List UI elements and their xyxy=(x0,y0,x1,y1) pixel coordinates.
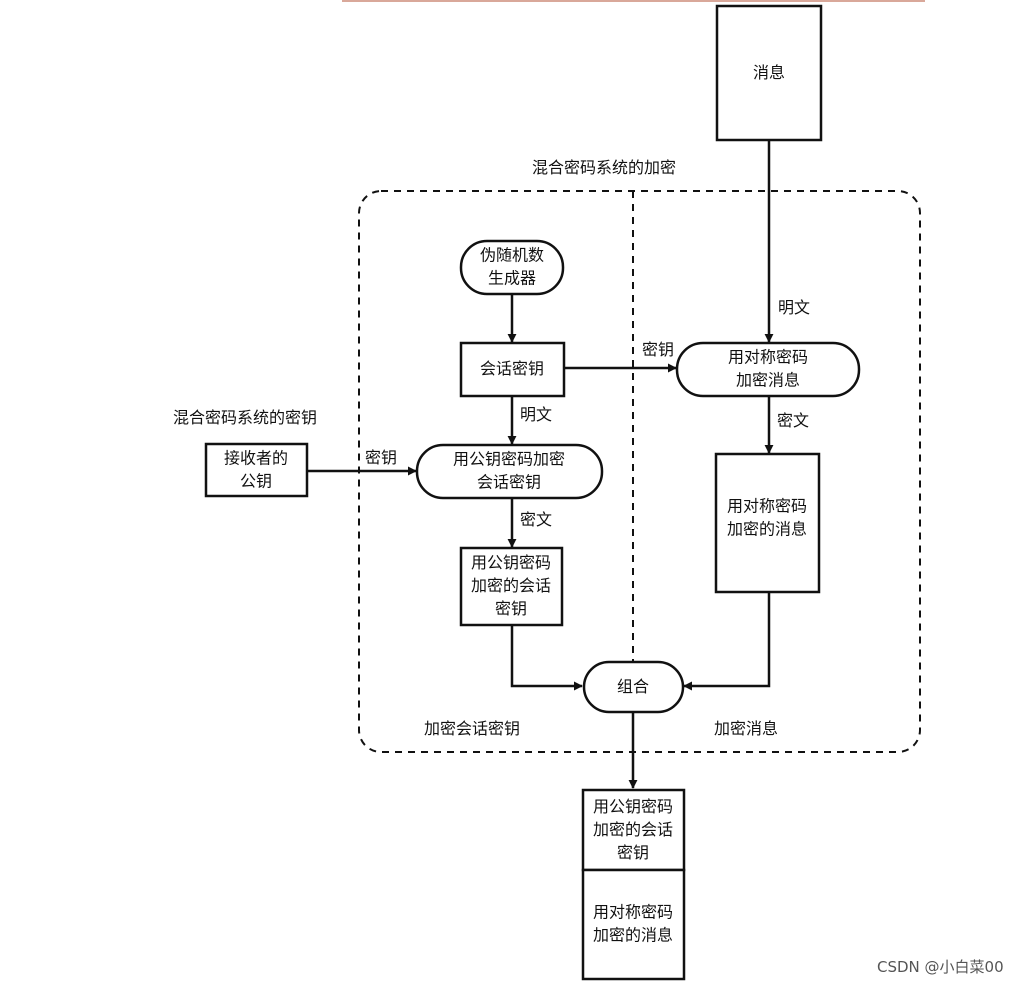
node-public-encrypt: 用公钥密码加密会话密钥 xyxy=(415,443,604,500)
node-text-line: 用公钥密码 xyxy=(593,797,673,816)
node-text-line: 会话密钥 xyxy=(480,359,544,378)
svg-text:用对称密码加密的消息: 用对称密码加密的消息 xyxy=(727,496,807,538)
node-text-line: 密钥 xyxy=(617,843,649,862)
node-message: 消息 xyxy=(715,4,823,142)
region-title: 混合密码系统的加密 xyxy=(532,158,676,177)
svg-text:用公钥密码加密的会话密钥: 用公钥密码加密的会话密钥 xyxy=(471,553,551,618)
node-text-line: 加密消息 xyxy=(736,370,800,389)
section-label-encrypt-msg: 加密消息 xyxy=(714,719,778,738)
node-text-line: 用公钥密码加密 xyxy=(453,449,565,468)
node-text-line: 伪随机数 xyxy=(480,245,544,264)
node-text-line: 加密的消息 xyxy=(593,925,673,944)
node-text-line: 会话密钥 xyxy=(477,472,541,491)
edge-label-plaintext-pub: 明文 xyxy=(520,405,552,424)
node-text-line: 密钥 xyxy=(495,599,527,618)
node-text-line: 用对称密码 xyxy=(727,496,807,515)
node-output-key: 用公钥密码加密的会话密钥 xyxy=(581,788,686,872)
node-text-line: 公钥 xyxy=(240,471,272,490)
key-section-title: 混合密码系统的密钥 xyxy=(173,408,317,427)
node-session-key: 会话密钥 xyxy=(459,341,566,398)
node-text-line: 组合 xyxy=(617,677,649,696)
node-text-line: 加密的会话 xyxy=(471,576,551,595)
node-receiver-pubkey: 接收者的公钥 xyxy=(204,442,309,498)
node-text-line: 加密的会话 xyxy=(593,820,673,839)
node-encrypted-message: 用对称密码加密的消息 xyxy=(714,452,821,594)
edge-label-key-pub: 密钥 xyxy=(365,448,397,467)
node-text-line: 加密的消息 xyxy=(727,519,807,538)
svg-text:消息: 消息 xyxy=(753,63,785,82)
node-text-line: 接收者的 xyxy=(224,448,288,467)
node-prng: 伪随机数生成器 xyxy=(459,239,565,296)
watermark: CSDN @小白菜00 xyxy=(877,958,1004,976)
svg-text:用对称密码加密的消息: 用对称密码加密的消息 xyxy=(593,902,673,944)
node-encrypted-session-key: 用公钥密码加密的会话密钥 xyxy=(459,546,564,627)
svg-text:用公钥密码加密会话密钥: 用公钥密码加密会话密钥 xyxy=(453,449,565,491)
node-output-message: 用对称密码加密的消息 xyxy=(581,868,686,981)
svg-text:用公钥密码加密的会话密钥: 用公钥密码加密的会话密钥 xyxy=(593,797,673,862)
svg-text:组合: 组合 xyxy=(617,677,649,696)
node-text-line: 用对称密码 xyxy=(728,347,808,366)
node-text-line: 消息 xyxy=(753,63,785,82)
svg-text:伪随机数生成器: 伪随机数生成器 xyxy=(480,245,544,287)
svg-text:用对称密码加密消息: 用对称密码加密消息 xyxy=(728,347,808,389)
node-symmetric-encrypt: 用对称密码加密消息 xyxy=(675,341,861,398)
edge-encmsg-to-combine xyxy=(683,592,771,691)
edge-enckey-to-combine xyxy=(510,625,583,691)
edge-label-cipher-sym: 密文 xyxy=(777,411,809,430)
node-text-line: 生成器 xyxy=(488,268,536,287)
node-combine: 组合 xyxy=(582,660,685,714)
node-text-line: 用对称密码 xyxy=(593,902,673,921)
section-label-encrypt-key: 加密会话密钥 xyxy=(424,719,520,738)
node-text-line: 用公钥密码 xyxy=(471,553,551,572)
svg-text:会话密钥: 会话密钥 xyxy=(480,359,544,378)
edge-label-cipher-pub: 密文 xyxy=(520,510,552,529)
svg-text:接收者的公钥: 接收者的公钥 xyxy=(224,448,288,490)
edge-label-key-sym: 密钥 xyxy=(642,340,674,359)
edge-label-plaintext-sym: 明文 xyxy=(778,298,810,317)
